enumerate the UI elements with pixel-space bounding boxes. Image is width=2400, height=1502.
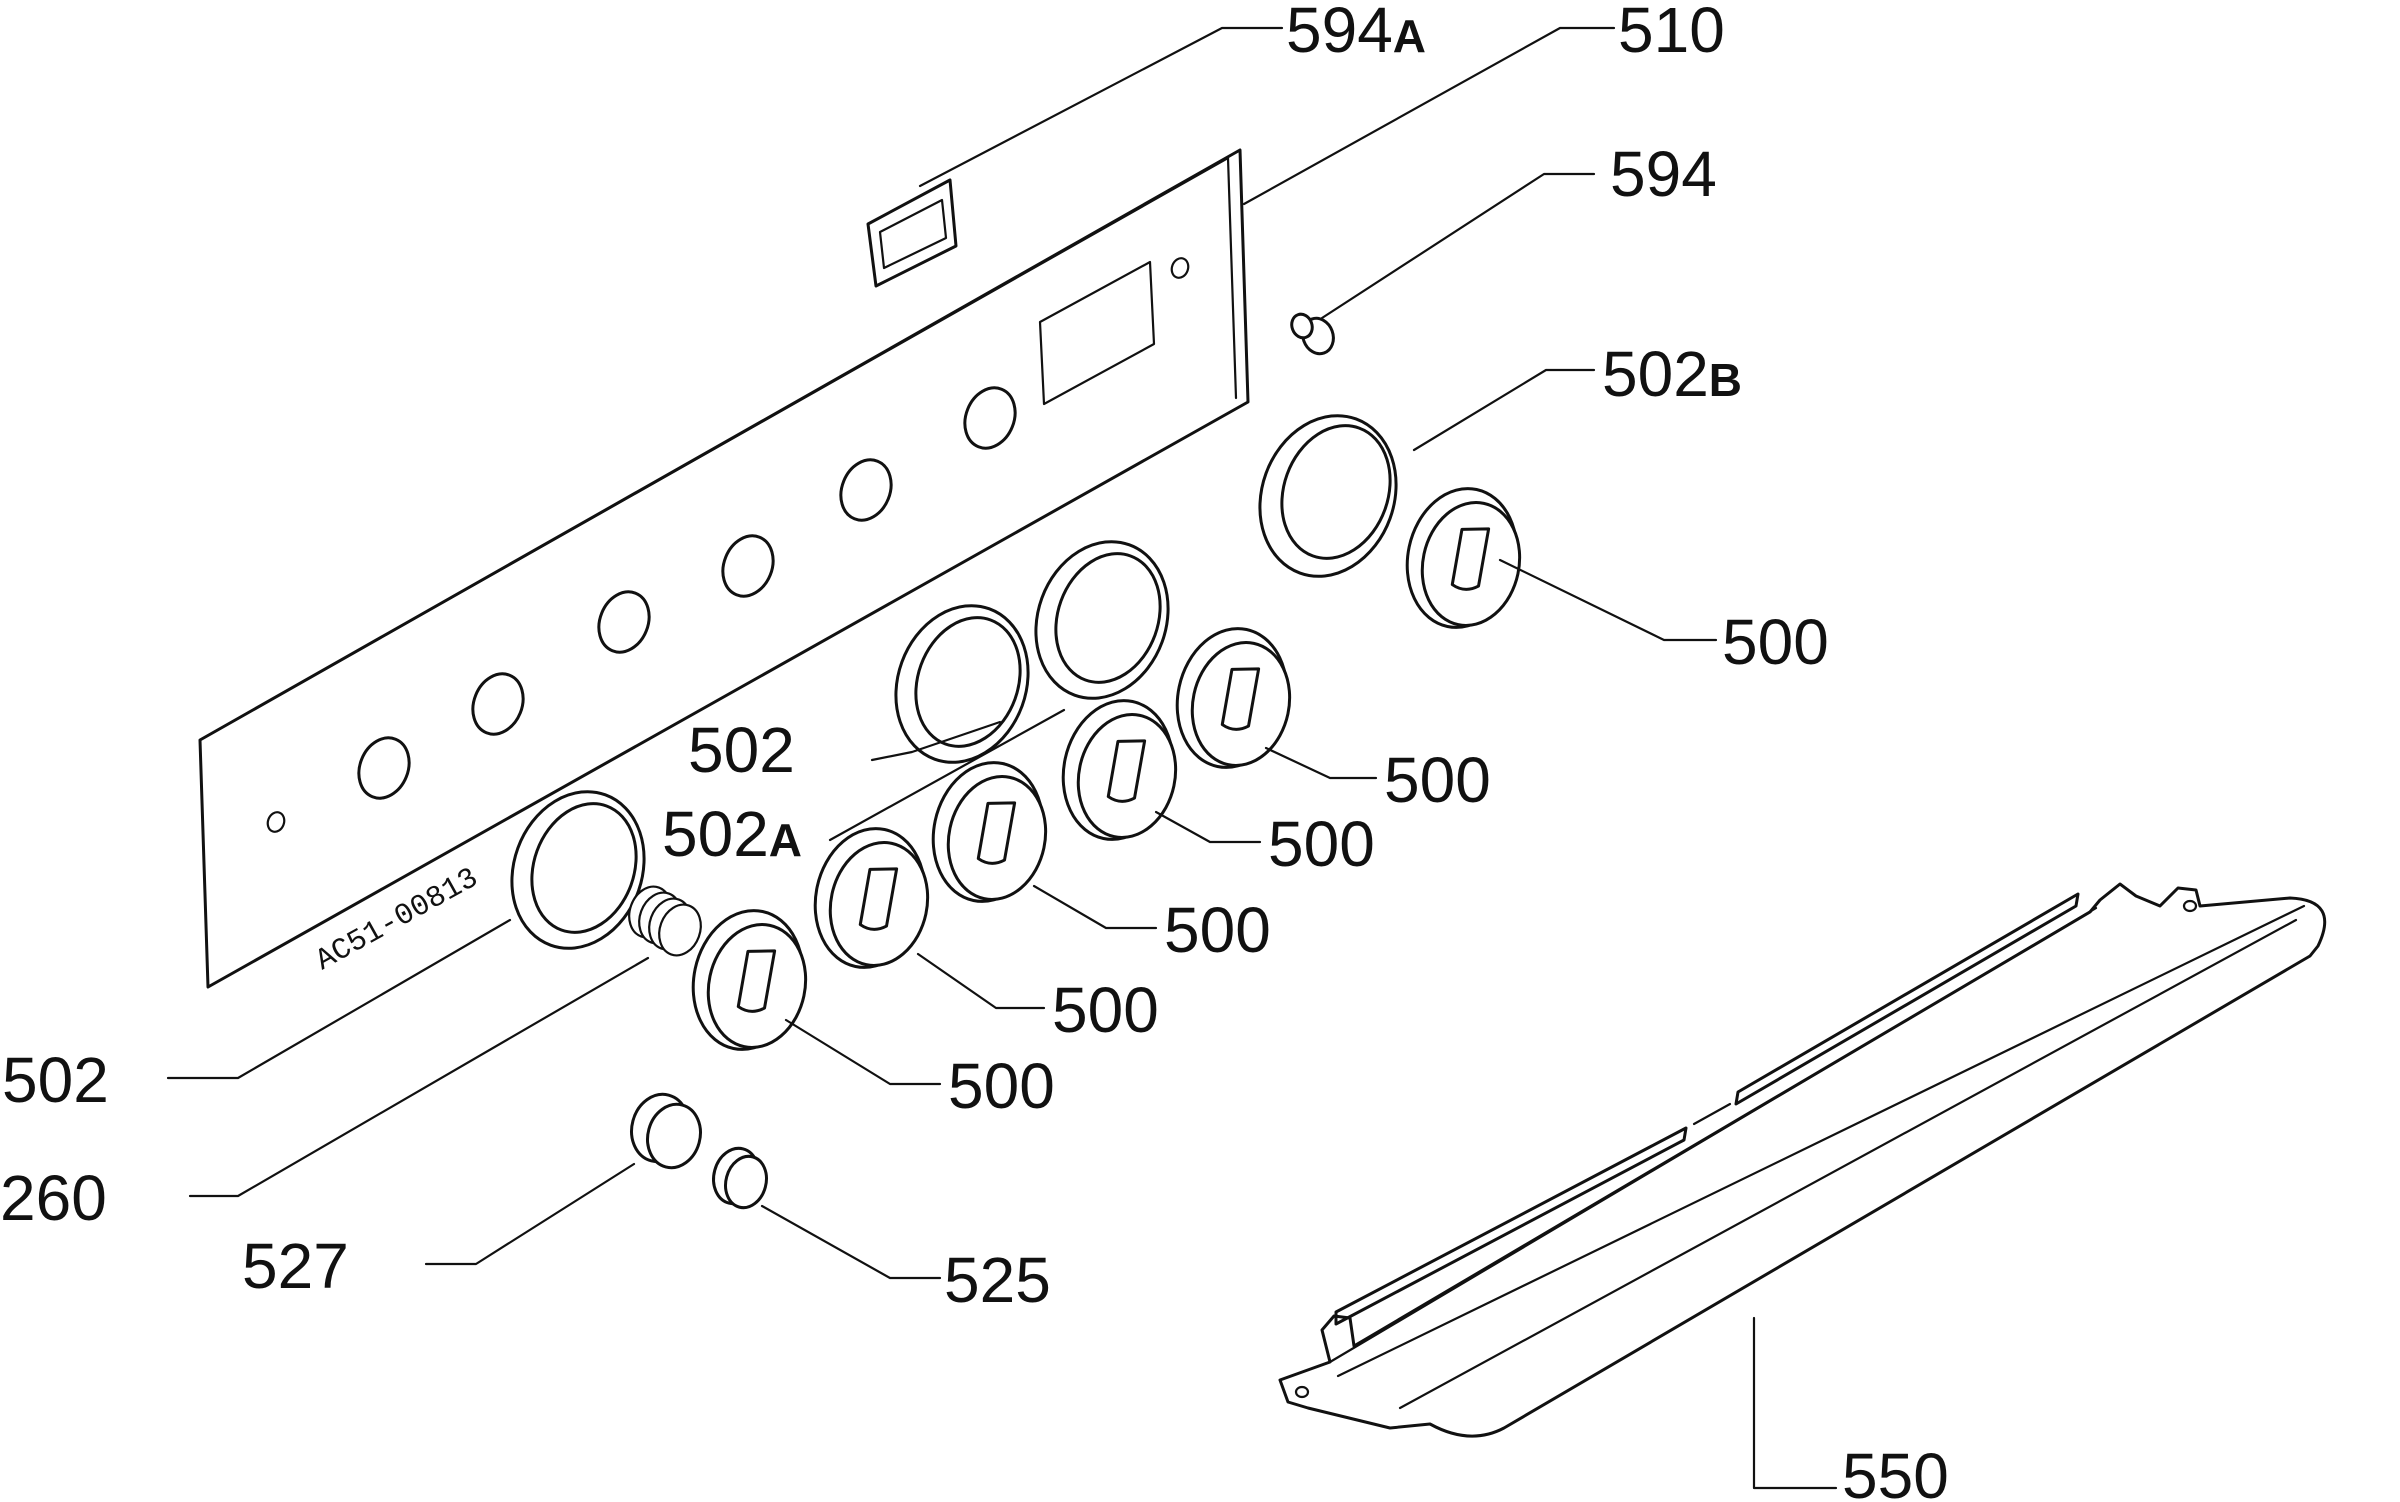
leader-502b <box>1412 368 1596 452</box>
screw-hole-left <box>266 811 286 833</box>
insert-525 <box>712 1146 768 1210</box>
knob-hole <box>839 458 893 522</box>
knob-hole <box>963 386 1017 450</box>
leader-510 <box>1242 26 1616 206</box>
knob-hole <box>357 736 411 800</box>
callout-500-row4: 500 <box>1052 974 1159 1046</box>
bezel-502b <box>1258 414 1398 578</box>
callout-500-row2: 500 <box>1268 808 1375 880</box>
spring-260 <box>628 885 702 957</box>
bushing-527 <box>630 1092 702 1170</box>
bezel-502-mid-right <box>1034 540 1170 700</box>
leader-lines <box>166 26 1838 1490</box>
leader-500-row4 <box>916 952 1046 1010</box>
screw-594 <box>1290 312 1335 356</box>
panel-edge-highlight <box>198 156 1238 742</box>
callout-500-row1: 500 <box>1384 744 1491 816</box>
knob-hole <box>721 534 775 598</box>
lamp-lens-594a <box>866 178 958 288</box>
knob-500-row1 <box>1163 616 1305 781</box>
screw-hole-right <box>1170 257 1190 279</box>
callout-500-right: 500 <box>1722 606 1829 678</box>
leader-594 <box>1320 172 1596 320</box>
leader-500-row5 <box>784 1018 942 1086</box>
knob-500-row2 <box>1049 688 1191 853</box>
callout-260: 260 <box>0 1162 107 1234</box>
callout-502b: 502B <box>1602 338 1742 410</box>
leader-260 <box>188 956 650 1198</box>
leader-500-row1 <box>1264 746 1378 780</box>
bezel-502-left <box>510 790 646 950</box>
callout-502a: 502A <box>662 798 802 870</box>
callout-527: 527 <box>242 1230 349 1302</box>
leader-500-right <box>1498 558 1718 642</box>
display-window <box>1038 260 1156 406</box>
trim-profile-550 <box>1278 882 2327 1438</box>
knob-hole <box>597 590 651 654</box>
leader-502-left <box>166 918 512 1080</box>
leader-502-mid <box>870 720 1002 762</box>
bezel-502-mid <box>894 604 1030 764</box>
callout-594a: 594A <box>1286 0 1426 66</box>
callout-500-row5: 500 <box>948 1050 1055 1122</box>
leader-525 <box>760 1204 942 1280</box>
leader-502a <box>828 708 1066 842</box>
callout-594: 594 <box>1610 138 1717 210</box>
lens-frame-outer <box>866 178 958 288</box>
callout-525: 525 <box>944 1244 1051 1316</box>
leader-594a <box>918 26 1284 188</box>
callout-510: 510 <box>1618 0 1725 66</box>
leader-500-row2 <box>1154 810 1262 844</box>
lens-frame-inner <box>878 198 948 270</box>
knob-500-right <box>1393 476 1535 641</box>
callout-500-row3: 500 <box>1164 894 1271 966</box>
knob-hole <box>471 672 525 736</box>
panel-knob-holes <box>357 386 1017 800</box>
callout-502-left: 502 <box>2 1044 109 1116</box>
callout-labels: 594A 510 594 502B 500 502 500 502A 500 5… <box>0 0 1949 1502</box>
leader-500-row3 <box>1032 884 1158 930</box>
leader-527 <box>424 1162 636 1266</box>
leader-550 <box>1752 1316 1838 1490</box>
callout-502-mid: 502 <box>688 714 795 786</box>
callout-550: 550 <box>1842 1440 1949 1502</box>
screw-cap <box>1290 312 1314 340</box>
